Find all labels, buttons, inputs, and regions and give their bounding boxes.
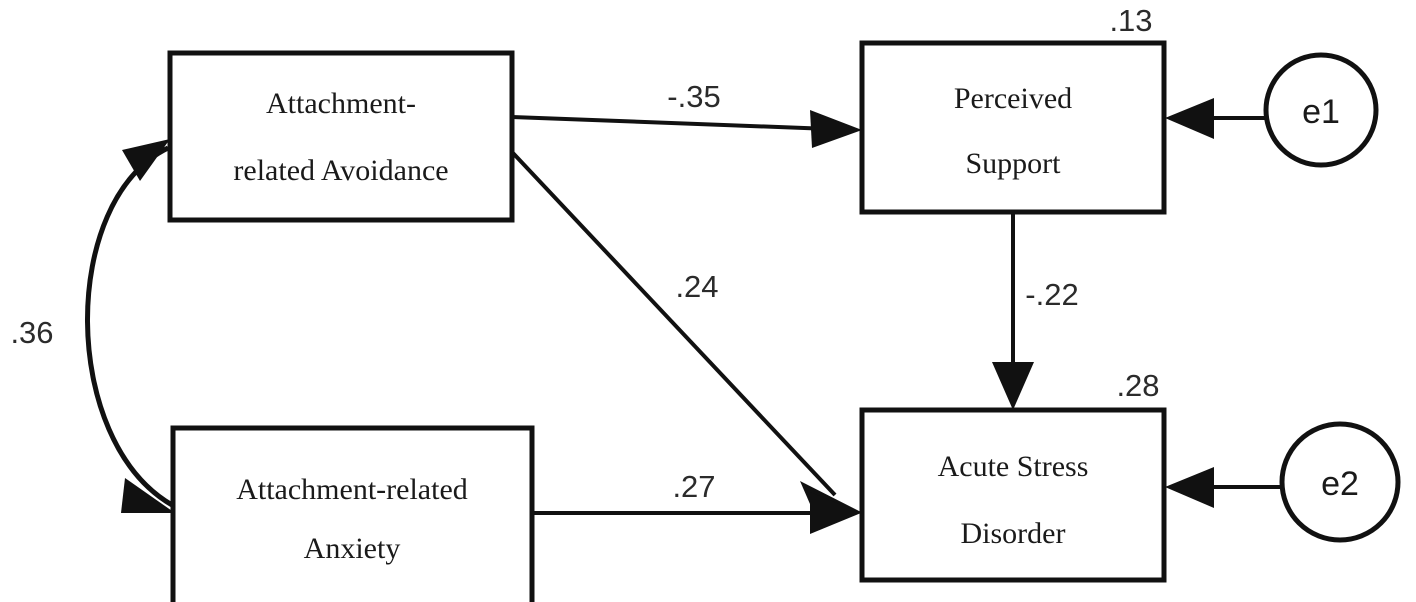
error-label-e1: e1 [1302,93,1340,131]
error-label-e2: e2 [1321,465,1359,503]
path-line-avoidance-to-support [511,115,831,131]
node-label-avoidance-line1: Attachment- [266,87,416,120]
variance-label-asd: .28 [1116,368,1159,403]
node-box-acute-stress-disorder[interactable] [859,407,1167,583]
node-label-anxiety-line2: Anxiety [304,532,401,565]
node-box-avoidance[interactable] [167,50,515,223]
error-circle-e1[interactable] [1263,52,1379,168]
path-line-avoidance-to-asd [510,150,837,497]
node-label-support-line2: Support [965,147,1061,180]
arrowhead-correlation-bottom [121,478,175,513]
arrowhead-support-to-asd [992,362,1034,410]
path-label-avoidance-to-asd: .24 [675,269,718,304]
node-label-anxiety-line1: Attachment-related [236,473,468,506]
arrowhead-e1-to-support [1165,98,1214,139]
error-circle-e2[interactable] [1279,421,1401,543]
node-box-perceived-support[interactable] [859,40,1167,215]
node-label-support-line1: Perceived [954,82,1072,115]
arrowhead-correlation-top [122,139,170,181]
node-box-anxiety[interactable] [170,425,535,602]
variance-label-support: .13 [1109,3,1152,38]
path-label-avoidance-to-support: -.35 [667,79,720,114]
arrowhead-e2-to-asd [1165,467,1214,508]
node-label-avoidance-line2: related Avoidance [233,154,448,187]
path-label-avoidance-anxiety-correlation: .36 [10,315,53,350]
node-label-asd-line1: Acute Stress [938,450,1089,483]
arrowhead-anxiety-to-asd [810,492,861,534]
path-label-anxiety-to-asd: .27 [672,469,715,504]
path-label-support-to-asd: -.22 [1025,277,1078,312]
arrowhead-avoidance-to-support [810,110,862,148]
node-label-asd-line2: Disorder [961,517,1066,550]
path-line-avoidance-anxiety-correlation [85,145,174,508]
